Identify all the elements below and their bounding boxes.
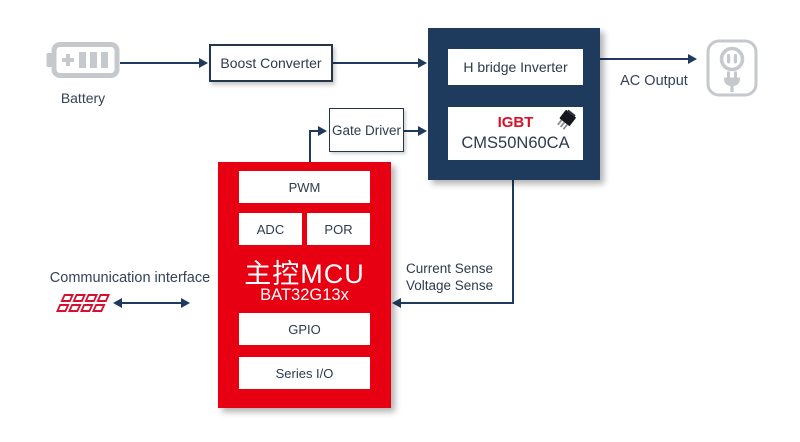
mcu-name: 主控MCU (244, 259, 365, 289)
mcu-por-block: POR (307, 213, 370, 245)
h-bridge-inverter-node: H bridge Inverter (448, 49, 583, 85)
inverter-module: H bridge Inverter IGBT CMS50N60CA (428, 28, 600, 180)
gate-driver-label: Gate Driver (331, 122, 402, 138)
gate-driver-node: Gate Driver (329, 108, 404, 152)
igbt-part-number: CMS50N60CA (461, 133, 570, 152)
boost-converter-label: Boost Converter (220, 55, 322, 71)
battery-icon (46, 42, 120, 78)
adc-label: ADC (256, 221, 285, 237)
arrow-mcu-to-gate-driver (309, 126, 327, 162)
battery-label: Battery (60, 90, 106, 106)
mcu-gpio-block: GPIO (239, 313, 370, 345)
ac-output-label: AC Output (620, 73, 688, 89)
mcu-adc-block: ADC (239, 213, 302, 245)
communication-interface-label: Communication interface (49, 270, 211, 286)
igbt-label: IGBT (497, 113, 534, 131)
ac-plug-icon (706, 39, 758, 97)
mcu-serial-io-block: Series I/O (239, 357, 370, 389)
fpc-connector-icon (55, 294, 111, 312)
igbt-node: IGBT CMS50N60CA (448, 107, 583, 160)
h-bridge-inverter-label: H bridge Inverter (463, 59, 568, 75)
mcu-pwm-block: PWM (239, 171, 370, 203)
mcu-part-number: BAT32G13x (260, 286, 349, 304)
por-label: POR (324, 221, 353, 237)
igbt-chip-icon (551, 108, 581, 138)
sense-labels: Current Sense Voltage Sense (406, 260, 493, 294)
pwm-label: PWM (288, 179, 321, 195)
current-sense-label: Current Sense (406, 261, 494, 276)
gpio-label: GPIO (288, 321, 321, 337)
serial-io-label: Series I/O (275, 365, 334, 381)
voltage-sense-label: Voltage Sense (406, 278, 494, 293)
mcu-block: PWM ADC POR 主控MCU BAT32G13x GPIO Series … (218, 162, 391, 408)
boost-converter-node: Boost Converter (209, 44, 333, 82)
